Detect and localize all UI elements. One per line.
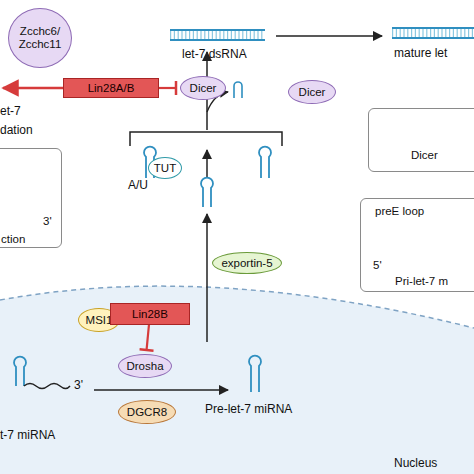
protein-ellipse: Dicer [288, 80, 336, 104]
node-text: DGCR8 [127, 406, 167, 419]
node-text: Drosha [126, 360, 163, 373]
hairpin [259, 147, 271, 178]
cofactor-ellipse: DGCR8 [118, 400, 176, 424]
node-text: Dicer [190, 82, 217, 95]
protein-ellipse: Zcchc6/ Zcchc11 [8, 8, 72, 68]
fragment-label: et-7 [0, 104, 21, 118]
compartment-label: Nucleus [394, 456, 437, 470]
node-text: Zcchc6/ Zcchc11 [9, 25, 71, 51]
process-arrow [94, 389, 228, 391]
enzyme-ellipse: Drosha [118, 354, 172, 378]
inset-box: Dicer [368, 108, 474, 172]
inhibition-connector [159, 81, 176, 95]
node-text: preE loop [375, 205, 424, 218]
rna-strand [24, 384, 70, 389]
node-text: 5' [373, 259, 382, 272]
export-arrow [206, 214, 208, 342]
connector-line [147, 325, 149, 350]
node-text: ction [1, 233, 25, 246]
inhibitor-box: Lin28B [110, 303, 190, 325]
degradation-arrow [3, 87, 63, 90]
node-text: Dicer [299, 86, 326, 99]
inhibition-connector [140, 325, 154, 351]
hairpin [14, 357, 26, 386]
protein-ellipse: Dicer [180, 76, 226, 100]
node-text: Pri-let-7 m [395, 275, 448, 288]
enzyme-ellipse: TUT [148, 157, 182, 179]
nuclear-envelope [0, 286, 474, 328]
node-text: Dicer [411, 149, 438, 162]
fragment-label: dation [0, 123, 33, 137]
node-text: MSI1 [86, 314, 113, 327]
bracket [130, 132, 282, 146]
node-text: Lin28A/B [88, 82, 135, 95]
inset-box: 3' ction [0, 148, 62, 248]
node-text: 3' [43, 215, 52, 228]
hairpin [201, 178, 213, 207]
inset-box: preE loop 5' Pri-let-7 m [360, 198, 474, 292]
molecule-label: Pre-let-7 miRNA [205, 402, 292, 416]
process-arrow [206, 150, 208, 177]
exporter-ellipse: exportin-5 [212, 252, 282, 274]
modification-label: A/U [128, 178, 148, 192]
nucleus-region [0, 286, 474, 474]
inhibitor-box: Lin28A/B [63, 78, 159, 98]
process-arrow [276, 35, 382, 37]
molecule-label: mature let [394, 46, 447, 60]
inhibition-bar [175, 81, 178, 95]
hairpin [249, 356, 261, 392]
end-label: 3' [74, 378, 83, 392]
node-text: TUT [154, 162, 176, 175]
dsrna-duplex [170, 30, 265, 40]
mature-duplex [392, 28, 474, 38]
connector-line [159, 87, 176, 89]
node-text: exportin-5 [221, 257, 272, 270]
molecule-label: t-7 miRNA [0, 428, 55, 442]
node-text: Lin28B [132, 308, 168, 321]
inhibition-bar [140, 349, 154, 350]
molecule-label: let-7 dsRNA [182, 47, 247, 61]
loop-fragment [234, 82, 242, 98]
